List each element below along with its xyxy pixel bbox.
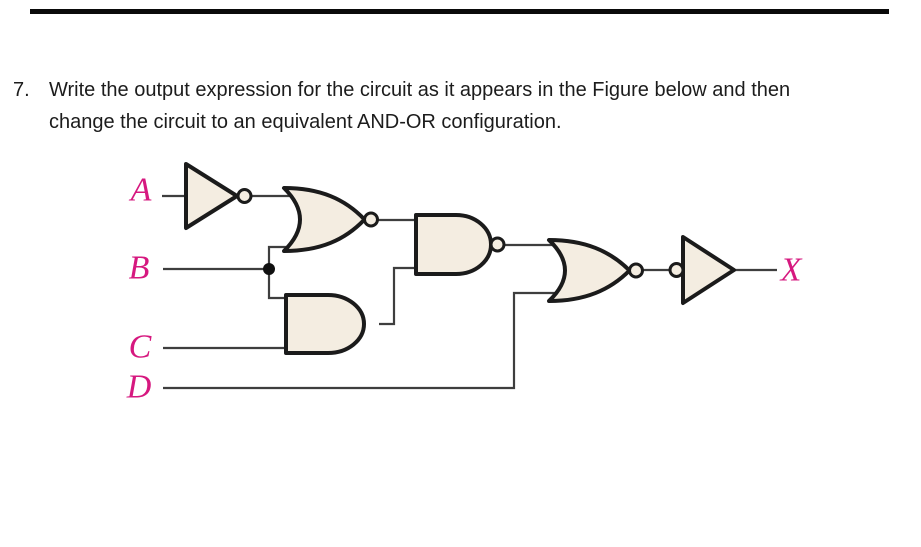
junction-dot-b <box>263 263 275 275</box>
nand2-output-bubble <box>489 236 506 253</box>
inversion-bubbles <box>236 188 685 279</box>
nor-gate-2 <box>547 238 632 303</box>
input-label-c: C <box>129 329 152 366</box>
wire-input-d-to-nor2 <box>163 291 572 390</box>
nor2-output-bubble <box>628 262 644 279</box>
top-divider-bar <box>30 9 889 14</box>
output-label-x: X <box>779 252 803 289</box>
problem-statement: Write the output expression for the circ… <box>49 74 889 138</box>
wire-nand1-to-nand2 <box>379 266 425 326</box>
nand-gate-2 <box>414 213 493 276</box>
not-a-output-bubble <box>236 188 253 204</box>
input-label-a: A <box>129 172 152 209</box>
input-label-b: B <box>129 250 150 287</box>
not-gate-input-a <box>184 162 239 230</box>
problem-statement-line-2: change the circuit to an equivalent AND-… <box>49 111 562 133</box>
nand-gate-1 <box>284 293 366 355</box>
problem-number: 7. <box>13 79 30 101</box>
wires <box>162 194 777 390</box>
nor-gate-1 <box>282 186 367 253</box>
problem-statement-line-1: Write the output expression for the circ… <box>49 79 791 101</box>
not-gate-output <box>681 235 736 305</box>
signal-labels: A B C D X <box>126 172 803 406</box>
nor1-output-bubble <box>363 211 379 228</box>
input-label-d: D <box>126 369 152 406</box>
output-not-input-bubble <box>668 262 685 278</box>
gates <box>184 162 736 355</box>
